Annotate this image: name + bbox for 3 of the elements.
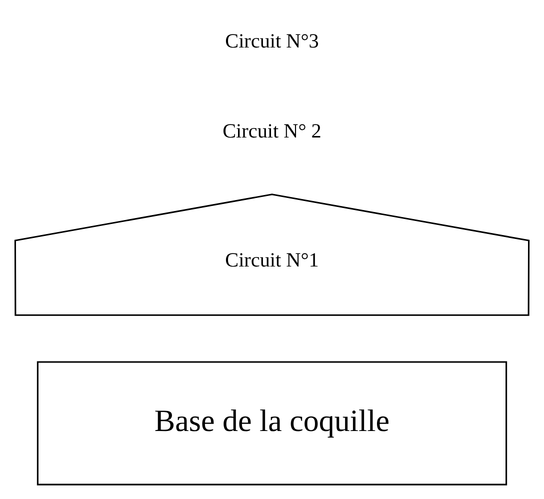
label: Circuit N° 2	[222, 120, 322, 143]
label: Circuit N°3	[225, 30, 319, 53]
node-box: Base de la coquille	[36, 361, 508, 486]
